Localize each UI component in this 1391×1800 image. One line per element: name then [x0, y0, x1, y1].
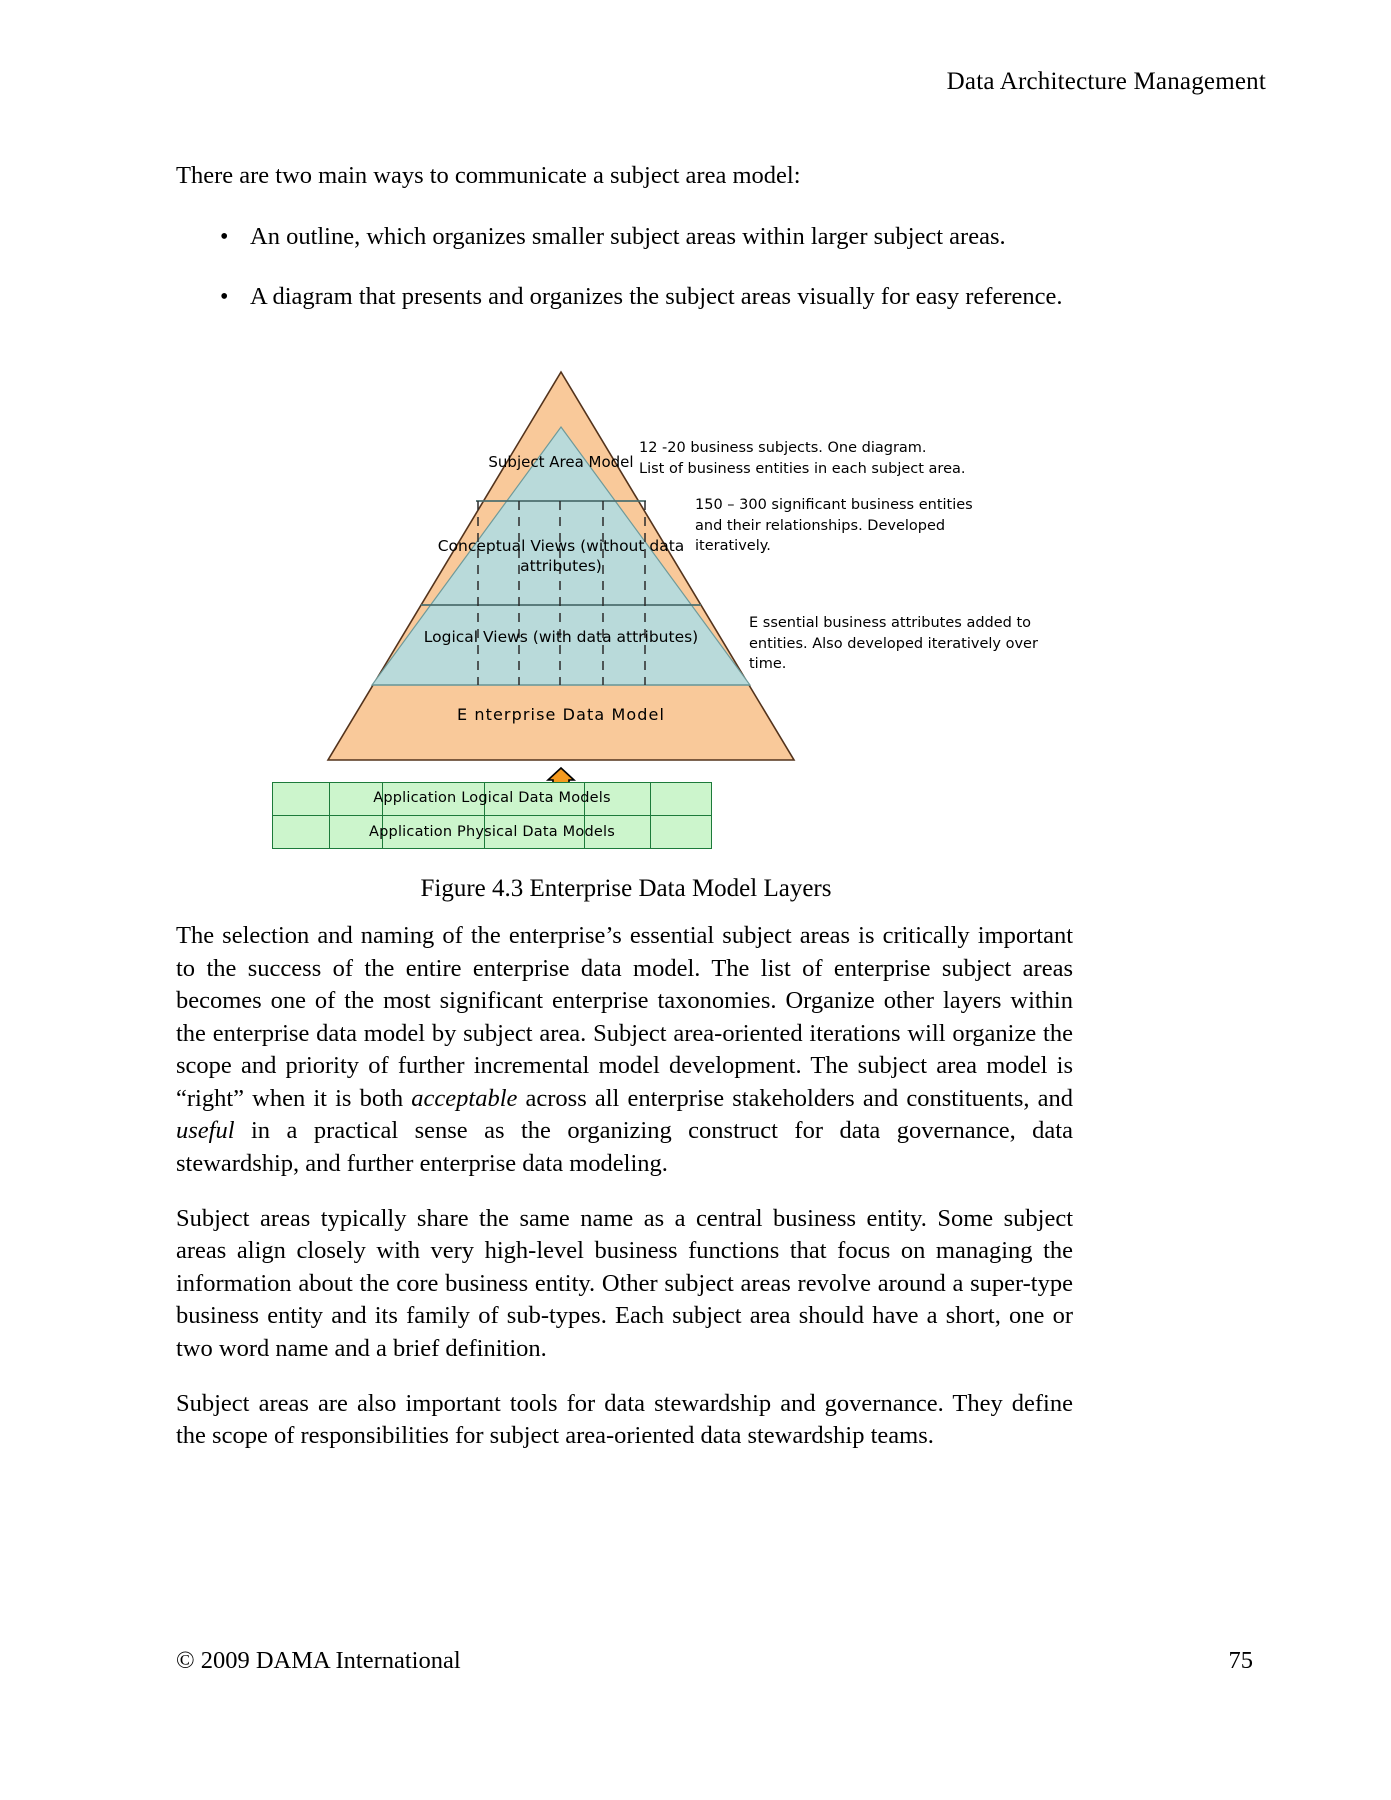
pyramid-diagram — [326, 370, 796, 810]
paragraph-text-part: in a practical sense as the organizing c… — [176, 1117, 1073, 1178]
paragraph-text-part: across all enterprise stakeholders and c… — [517, 1084, 1073, 1112]
application-models-table — [271, 782, 713, 849]
table-cell — [584, 782, 651, 816]
table-cell — [329, 815, 383, 849]
annotation-logical: E ssential business attributes added to … — [749, 615, 1038, 673]
bullet-list: • An outline, which organizes smaller su… — [176, 221, 1073, 315]
paragraph-selection-naming: The selection and naming of the enterpri… — [176, 920, 1073, 1181]
footer-page-number: 75 — [1228, 1647, 1254, 1674]
lead-paragraph: There are two main ways to communicate a… — [176, 162, 801, 189]
paragraph-text-part: The selection and naming of the enterpri… — [176, 922, 1073, 1112]
paragraph-stewardship: Subject areas are also important tools f… — [176, 1389, 1073, 1450]
table-cell — [381, 782, 485, 816]
table-cell — [329, 782, 383, 816]
table-cell — [381, 815, 485, 849]
table-cell — [483, 815, 586, 849]
paragraph-subject-areas-naming: Subject areas typically share the same n… — [176, 1204, 1073, 1362]
list-item: • An outline, which organizes smaller su… — [220, 221, 1073, 254]
annotation-subject-area: 12 -20 business subjects. One diagram. L… — [639, 440, 966, 477]
table-row — [271, 782, 713, 816]
annotation-conceptual: 150 – 300 significant business entities … — [695, 497, 973, 555]
bullet-dot-icon: • — [220, 284, 229, 311]
emphasis-useful: useful — [176, 1117, 235, 1145]
table-cell — [483, 782, 586, 816]
table-cell — [649, 782, 713, 816]
list-item-text: An outline, which organizes smaller subj… — [250, 222, 1006, 250]
bullet-dot-icon: • — [220, 223, 229, 250]
footer-copyright: © 2009 DAMA International — [176, 1647, 461, 1674]
table-cell — [649, 815, 713, 849]
emphasis-acceptable: acceptable — [411, 1084, 518, 1112]
table-cell — [271, 782, 331, 816]
table-cell — [271, 815, 331, 849]
table-row — [271, 815, 713, 849]
text-column-top: There are two main ways to communicate a… — [176, 160, 1073, 342]
figure-enterprise-data-model-layers: Subject Area Model Conceptual Views (wit… — [176, 360, 1216, 900]
list-item: • A diagram that presents and organizes … — [220, 281, 1073, 314]
running-header: Data Architecture Management — [946, 68, 1266, 95]
list-item-text: A diagram that presents and organizes th… — [250, 283, 1063, 311]
figure-caption: Figure 4.3 Enterprise Data Model Layers — [420, 875, 832, 902]
text-column-bottom: The selection and naming of the enterpri… — [176, 920, 1073, 1475]
table-cell — [584, 815, 651, 849]
